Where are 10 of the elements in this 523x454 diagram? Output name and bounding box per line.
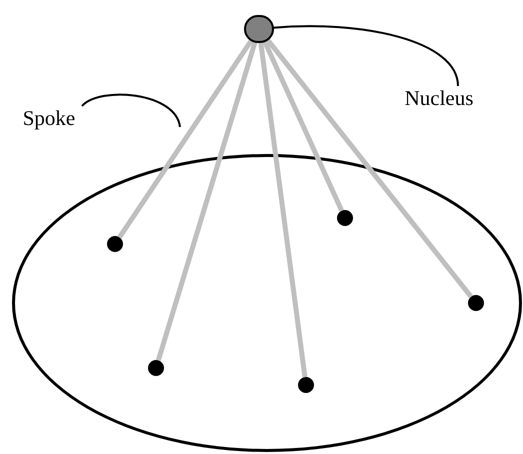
spoke-line	[156, 42, 258, 362]
ellipse-outline	[12, 154, 522, 452]
spoke-line	[117, 39, 254, 239]
spoke-line	[266, 38, 473, 298]
spoke-line	[258, 42, 308, 378]
leader-line	[81, 94, 181, 128]
leader-line	[272, 25, 459, 86]
spoke-label: Spoke	[16, 106, 82, 132]
spoke-line	[262, 40, 344, 212]
nucleus-label: Nucleus	[398, 86, 480, 112]
